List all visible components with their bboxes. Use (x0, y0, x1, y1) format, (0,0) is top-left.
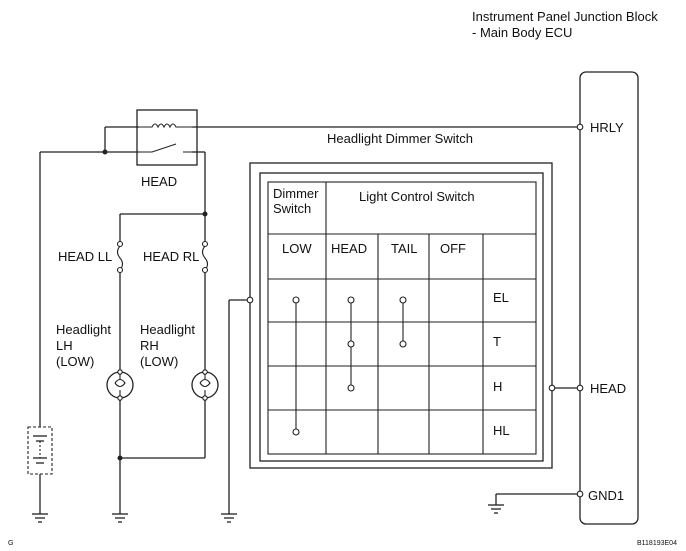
ecu-title-line1: Instrument Panel Junction Block (472, 9, 658, 24)
ground-icon (488, 504, 504, 514)
ground-icon (221, 513, 237, 523)
headlight-rh-line2: RH (140, 338, 159, 353)
headlight-lh-line2: LH (56, 338, 73, 353)
headlight-rh-line1: Headlight (140, 322, 195, 337)
ground-icon (112, 513, 128, 523)
ground-icon (32, 513, 48, 523)
headlight-lh-line3: (LOW) (56, 354, 94, 369)
dimmer-switch-outer (249, 162, 553, 469)
fuse-head-rl (201, 245, 209, 271)
pin-hrly-label: HRLY (590, 120, 624, 135)
col-off: OFF (440, 241, 466, 256)
header-dimmer-line1: Dimmer (273, 186, 319, 201)
relay-box (136, 109, 198, 166)
fuse-left-label: HEAD LL (58, 249, 112, 264)
contact-tail-el (399, 296, 407, 304)
dimmer-switch-title: Headlight Dimmer Switch (327, 131, 473, 146)
col-tail: TAIL (391, 241, 418, 256)
relay-label: HEAD (141, 174, 177, 189)
fuse-head-ll (116, 245, 124, 271)
relay-coil (139, 123, 192, 129)
headlight-rh-line3: (LOW) (140, 354, 178, 369)
footer-figure-id: B118193E04 (637, 540, 677, 547)
pin-head-label: HEAD (590, 381, 626, 396)
headlight-lh-bulb-icon (106, 369, 134, 401)
row-hl: HL (493, 423, 510, 438)
dimmer-switch-inner (259, 172, 544, 462)
headlight-lh-line1: Headlight (56, 322, 111, 337)
header-dimmer-line2: Switch (273, 201, 311, 216)
contact-tail-t (399, 340, 407, 348)
contact-head-h (347, 384, 355, 392)
col-head: HEAD (331, 241, 367, 256)
footer-left-code: G (8, 540, 13, 547)
pin-gnd1-label: GND1 (588, 488, 624, 503)
contact-head-t (347, 340, 355, 348)
headlight-rh-bulb-icon (191, 369, 219, 401)
ecu-title-line2: - Main Body ECU (472, 25, 572, 40)
switch-table (267, 181, 537, 455)
fuse-right-label: HEAD RL (143, 249, 199, 264)
contact-low-el (292, 296, 300, 304)
header-light-control: Light Control Switch (359, 189, 475, 204)
relay-contact (139, 143, 192, 153)
row-el: EL (493, 290, 509, 305)
row-t: T (493, 334, 501, 349)
col-low: LOW (282, 241, 312, 256)
contact-low-hl (292, 428, 300, 436)
row-h: H (493, 379, 502, 394)
contact-head-el (347, 296, 355, 304)
ecu-box (579, 71, 639, 525)
